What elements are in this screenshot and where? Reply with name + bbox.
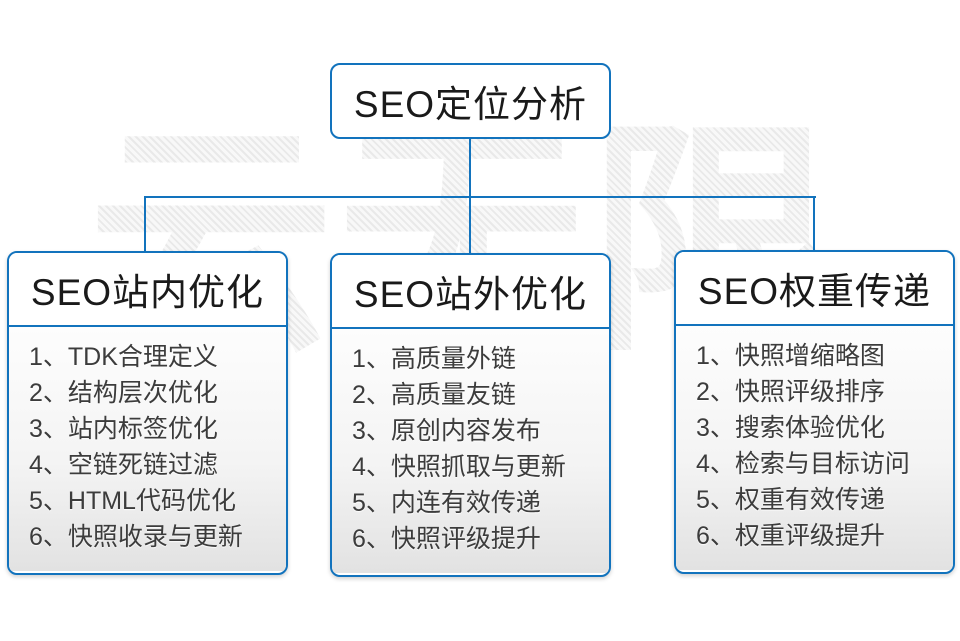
list-item: 5、权重有效传递 — [696, 486, 885, 514]
list-item: 4、检索与目标访问 — [696, 450, 910, 478]
list-item: 1、快照增缩略图 — [696, 342, 885, 370]
connector-horizontal-rail — [145, 196, 816, 198]
list-item: 2、快照评级排序 — [696, 378, 885, 406]
list-item: 1、TDK合理定义 — [29, 343, 218, 371]
column-weight-transfer: SEO权重传递 1、快照增缩略图 2、快照评级排序 3、搜索体验优化 4、检索与… — [674, 250, 955, 574]
root-node: SEO定位分析 — [330, 63, 611, 139]
column-title: SEO站内优化 — [9, 253, 286, 327]
list-item: 2、高质量友链 — [352, 381, 516, 409]
list-item: 5、HTML代码优化 — [29, 487, 236, 515]
list-item: 6、快照评级提升 — [352, 525, 541, 553]
column-title: SEO权重传递 — [676, 252, 953, 326]
list-item: 6、快照收录与更新 — [29, 523, 243, 551]
list-item: 1、高质量外链 — [352, 345, 516, 373]
column-title: SEO站外优化 — [332, 255, 609, 329]
root-node-title: SEO定位分析 — [353, 84, 588, 125]
column-onsite-optimization: SEO站内优化 1、TDK合理定义 2、结构层次优化 3、站内标签优化 4、空链… — [7, 251, 288, 575]
column-list: 1、TDK合理定义 2、结构层次优化 3、站内标签优化 4、空链死链过滤 5、H… — [9, 327, 286, 571]
connector-drop-right — [813, 196, 815, 250]
list-item: 3、站内标签优化 — [29, 415, 218, 443]
column-offsite-optimization: SEO站外优化 1、高质量外链 2、高质量友链 3、原创内容发布 4、快照抓取与… — [330, 253, 611, 577]
connector-drop-left — [144, 196, 146, 251]
column-list: 1、快照增缩略图 2、快照评级排序 3、搜索体验优化 4、检索与目标访问 5、权… — [676, 326, 953, 570]
list-item: 6、权重评级提升 — [696, 522, 885, 550]
list-item: 4、快照抓取与更新 — [352, 453, 566, 481]
list-item: 2、结构层次优化 — [29, 379, 218, 407]
list-item: 3、原创内容发布 — [352, 417, 541, 445]
list-item: 4、空链死链过滤 — [29, 451, 218, 479]
column-list: 1、高质量外链 2、高质量友链 3、原创内容发布 4、快照抓取与更新 5、内连有… — [332, 329, 609, 573]
list-item: 3、搜索体验优化 — [696, 414, 885, 442]
list-item: 5、内连有效传递 — [352, 489, 541, 517]
